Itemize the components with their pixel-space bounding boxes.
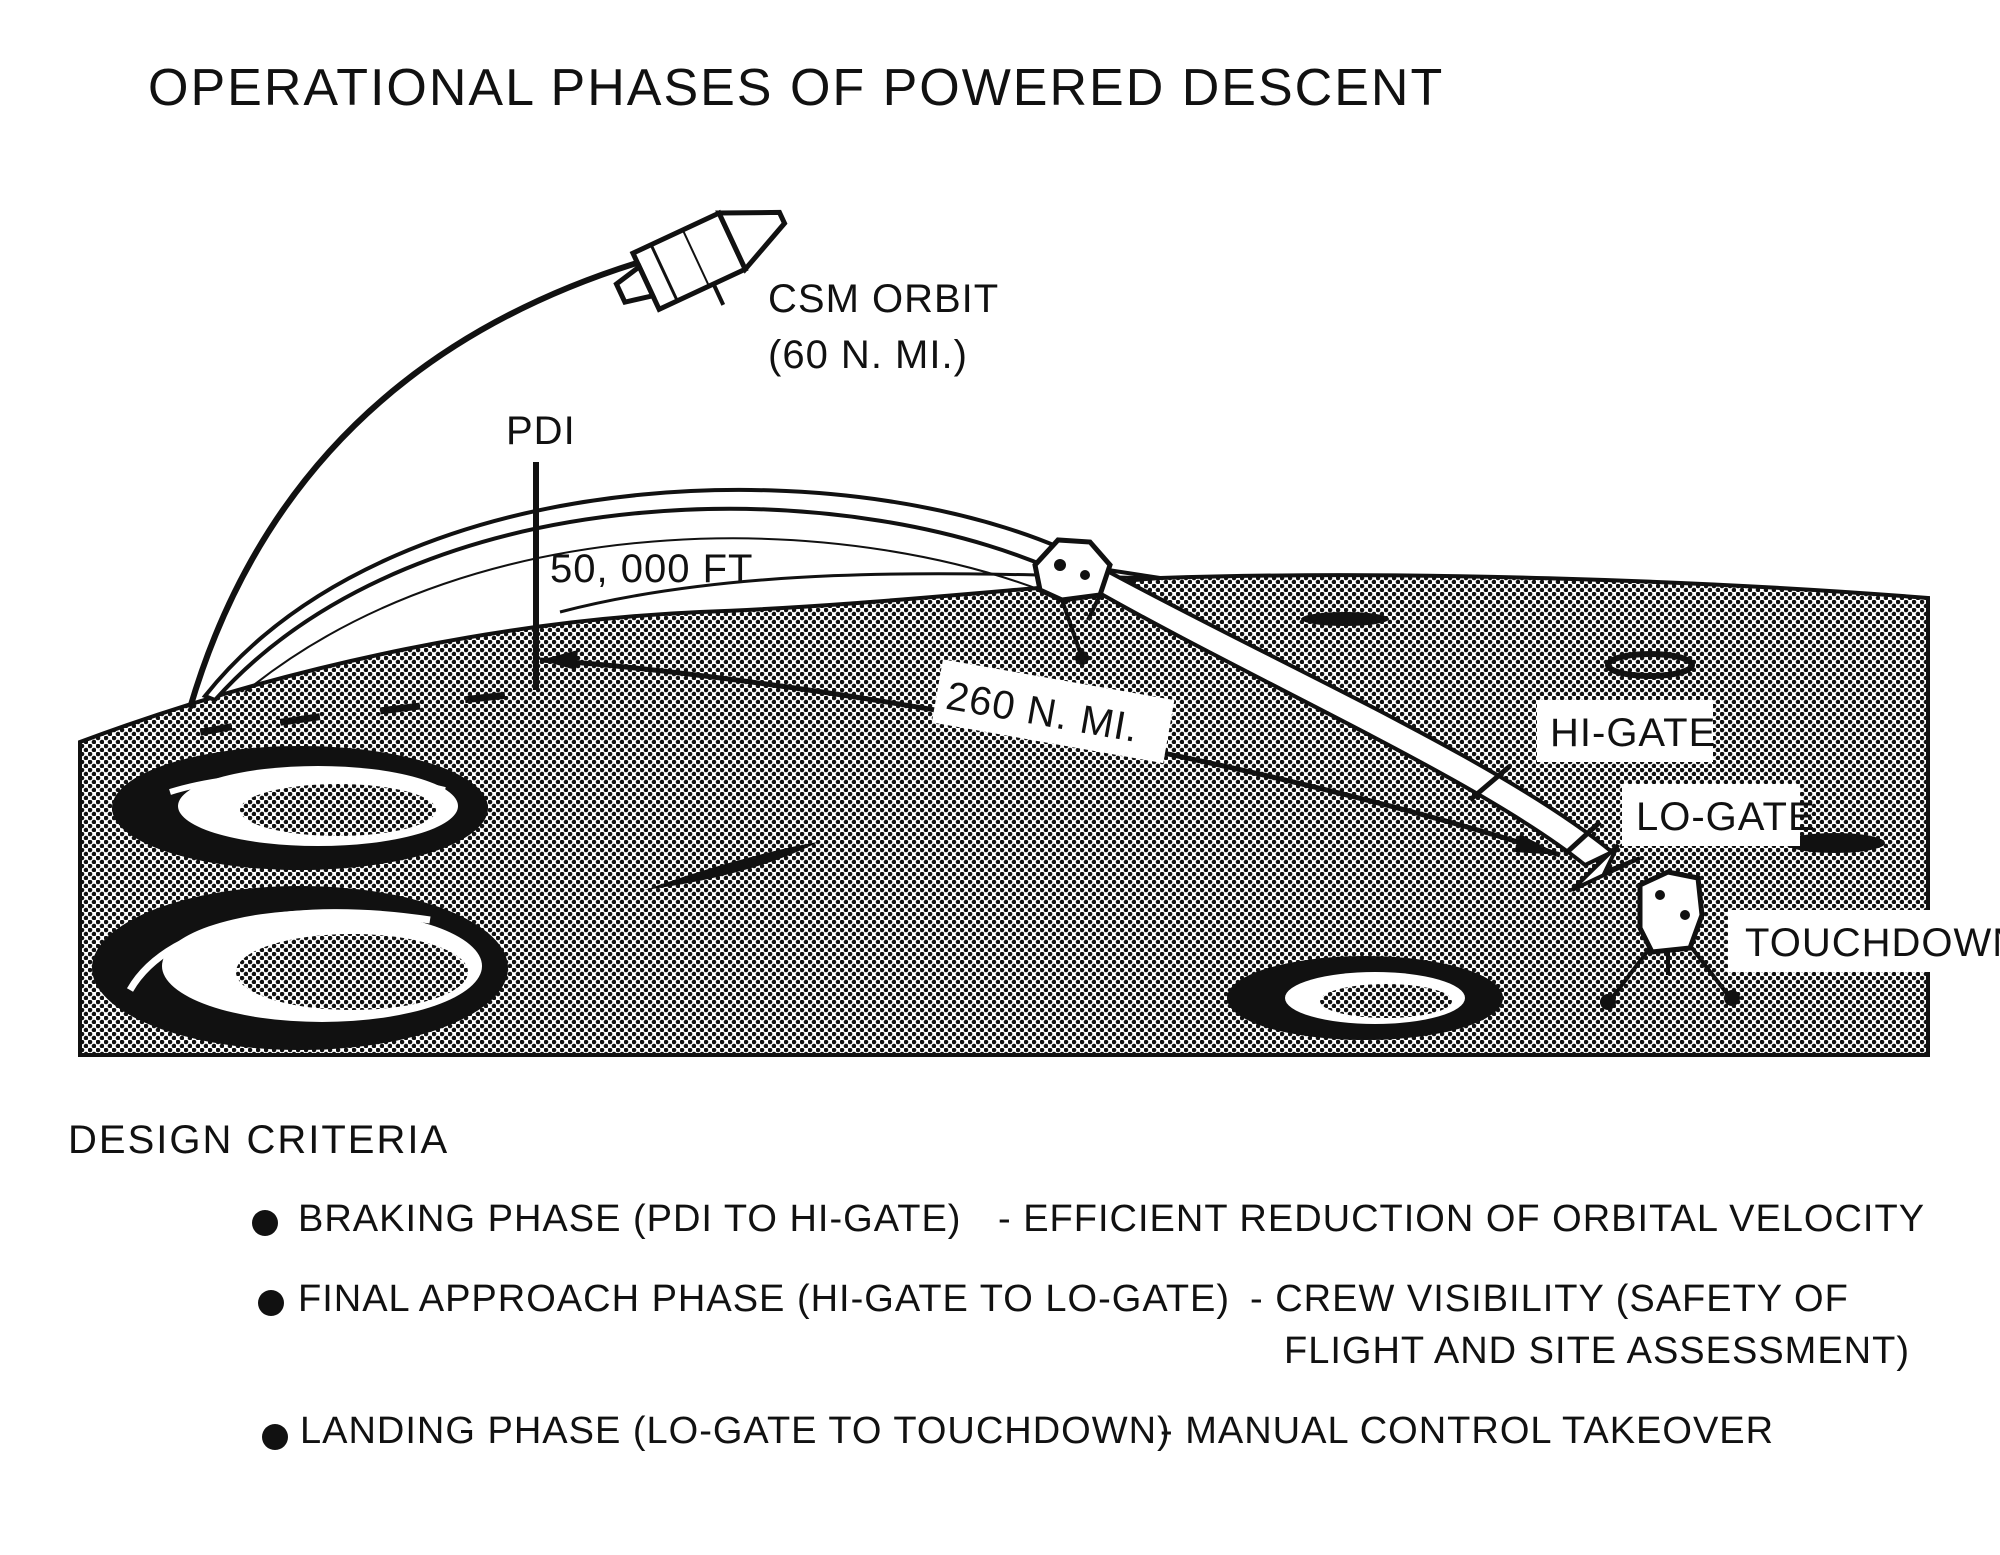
command-service-module-icon [613,209,788,313]
trajectory-arrowhead [1570,843,1641,892]
lunar-module-icon [1032,537,1161,665]
hi-gate-tick [1468,764,1512,802]
pdi-label: PDI [506,409,576,453]
descent-trajectory [201,487,1641,892]
surface-dashes [199,691,506,736]
crater-large-upper [112,746,488,870]
lunar-surface [78,572,1930,1057]
lunar-lander-touchdown-icon [1600,869,1740,1010]
csm-orbit-label: CSM ORBIT [768,277,999,321]
csm-orbit-altitude-label: (60 N. MI.) [768,333,968,377]
crater-group [92,612,1885,1050]
design-criteria-heading: DESIGN CRITERIA [68,1118,450,1162]
altitude-label: 50, 000 FT [550,547,753,591]
touchdown-label: TOUCHDOWN [1745,921,2000,965]
hi-gate-label: HI-GATE [1550,711,1716,755]
csm-orbit-arc [187,259,641,709]
diagram-title: OPERATIONAL PHASES OF POWERED DESCENT [148,59,1444,117]
lo-gate-tick [1563,820,1602,856]
crater-streak [645,842,818,890]
crater-large-lower [92,886,508,1050]
lo-gate-label: LO-GATE [1636,795,1816,839]
crater-far-2 [1605,651,1695,679]
crater-far-1 [1301,612,1389,626]
crater-far-3 [1785,833,1885,853]
crater-right [1227,956,1503,1040]
